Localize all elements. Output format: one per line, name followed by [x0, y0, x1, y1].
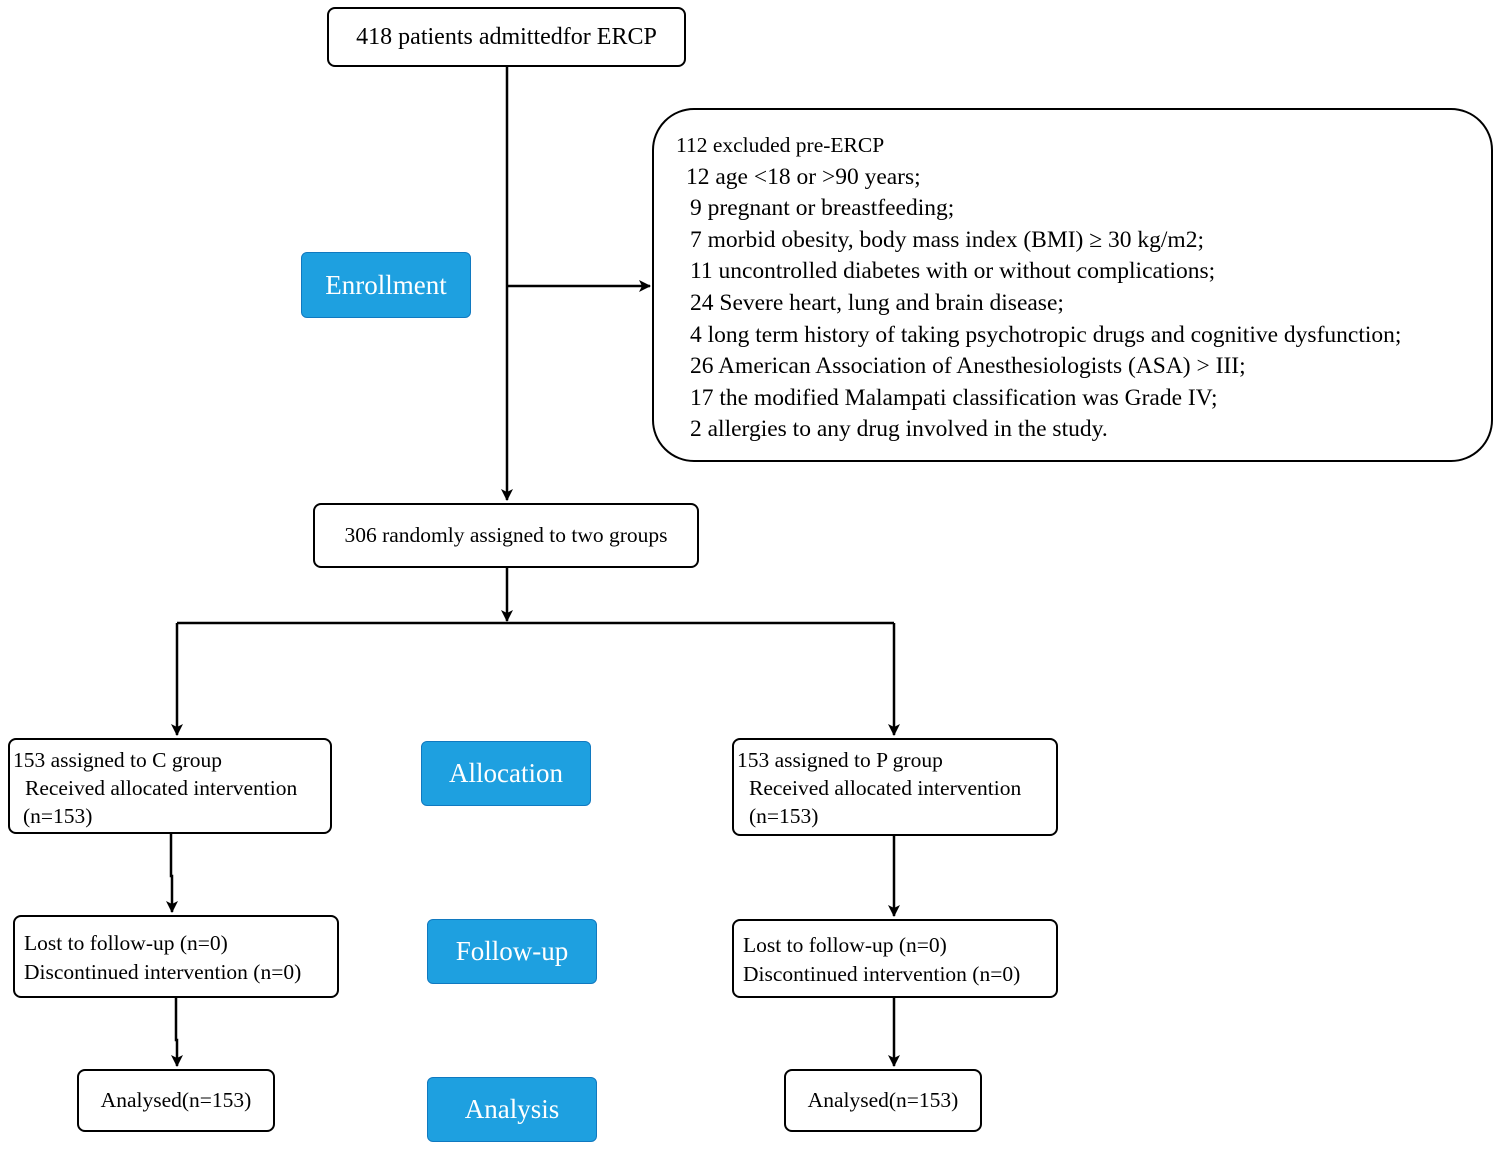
stage-analysis: Analysis: [427, 1077, 597, 1142]
excluded-item: 26 American Association of Anesthesiolog…: [690, 353, 1246, 380]
p-followup-box: Lost to follow-up (n=0) Discontinued int…: [732, 919, 1058, 998]
excluded-item: 4 long term history of taking psychotrop…: [690, 321, 1402, 348]
p-group-title: 153 assigned to P group: [737, 748, 943, 772]
arrow-to-c-analysis: [171, 998, 183, 1067]
stage-enrollment: Enrollment: [301, 252, 471, 318]
c-group-intervention: Received allocated intervention: [25, 776, 298, 800]
randomized-text: 306 randomly assigned to two groups: [344, 523, 668, 547]
c-analysis-box: Analysed(n=153): [77, 1069, 275, 1132]
excluded-item: 7 morbid obesity, body mass index (BMI) …: [690, 226, 1204, 253]
p-lost-to-follow-up: Lost to follow-up (n=0): [743, 933, 947, 957]
excluded-item: 9 pregnant or breastfeeding;: [690, 195, 955, 222]
p-group-intervention: Received allocated intervention: [749, 776, 1022, 800]
admitted-text: 418 patients admittedfor ERCP: [356, 23, 657, 50]
excluded-item: 2 allergies to any drug involved in the …: [690, 416, 1108, 443]
excluded-item: 11 uncontrolled diabetes with or without…: [690, 258, 1216, 285]
randomized-box: 306 randomly assigned to two groups: [313, 503, 699, 568]
c-followup-box: Lost to follow-up (n=0) Discontinued int…: [13, 915, 339, 998]
excluded-title: 112 excluded pre-ERCP: [676, 133, 885, 157]
admitted-box: 418 patients admittedfor ERCP: [327, 7, 686, 67]
c-analysis-text: Analysed(n=153): [100, 1088, 252, 1112]
c-lost-to-follow-up: Lost to follow-up (n=0): [24, 931, 228, 955]
excluded-item: 12 age <18 or >90 years;: [686, 163, 921, 190]
c-group-box: 153 assigned to C group Received allocat…: [8, 738, 332, 834]
p-analysis-text: Analysed(n=153): [807, 1088, 959, 1112]
p-discontinued: Discontinued intervention (n=0): [743, 962, 1021, 986]
excluded-item: 17 the modified Malampati classification…: [690, 384, 1218, 411]
arrow-to-c-followup: [166, 834, 178, 913]
p-group-box: 153 assigned to P group Received allocat…: [732, 738, 1058, 836]
c-group-title: 153 assigned to C group: [13, 748, 223, 772]
c-group-count: (n=153): [23, 804, 93, 828]
p-analysis-box: Analysed(n=153): [784, 1069, 982, 1132]
excluded-box: 112 excluded pre-ERCP 12 age <18 or >90 …: [652, 108, 1493, 462]
stage-follow-up: Follow-up: [427, 919, 597, 984]
c-discontinued: Discontinued intervention (n=0): [24, 960, 302, 984]
excluded-item: 24 Severe heart, lung and brain disease;: [690, 289, 1064, 316]
p-group-count: (n=153): [749, 804, 819, 828]
stage-allocation: Allocation: [421, 741, 591, 806]
